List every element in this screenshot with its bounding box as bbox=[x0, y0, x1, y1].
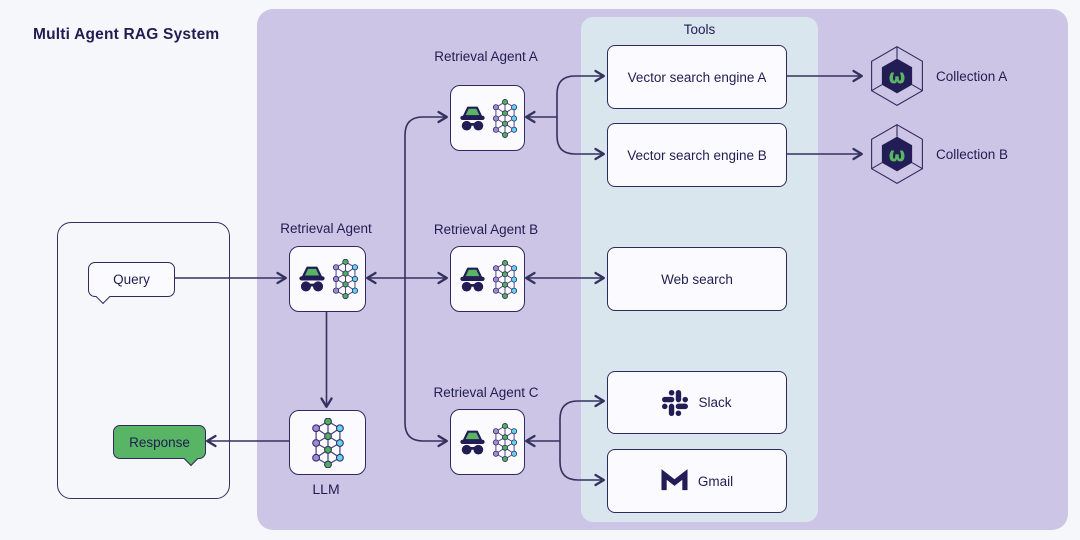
collection-a-label: Collection A bbox=[936, 69, 1008, 84]
tool-gmail: Gmail bbox=[607, 449, 787, 513]
tool-slack: Slack bbox=[607, 371, 787, 434]
agent-a-label: Retrieval Agent A bbox=[434, 49, 538, 64]
incognito-icon bbox=[297, 265, 327, 293]
incognito-icon bbox=[458, 429, 487, 456]
agent-b-label: Retrieval Agent B bbox=[433, 222, 539, 237]
response-label: Response bbox=[129, 434, 190, 450]
tool-label: Vector search engine A bbox=[627, 69, 767, 85]
orchestrator-label: Retrieval Agent bbox=[280, 221, 372, 236]
collection-a-icon bbox=[865, 43, 929, 109]
neural-network-icon bbox=[311, 418, 345, 468]
agent-c-node bbox=[450, 409, 525, 475]
tool-label: Web search bbox=[661, 271, 733, 287]
neural-network-icon bbox=[492, 99, 518, 138]
incognito-icon bbox=[458, 105, 487, 132]
agent-c-label: Retrieval Agent C bbox=[433, 385, 539, 400]
incognito-icon bbox=[458, 266, 487, 293]
tool-label: Slack bbox=[698, 395, 732, 410]
tool-label: Vector search engine B bbox=[627, 147, 767, 163]
query-bubble: Query bbox=[88, 262, 175, 305]
neural-network-icon bbox=[492, 260, 518, 299]
tool-label: Gmail bbox=[697, 473, 734, 489]
neural-network-icon bbox=[332, 259, 359, 299]
neural-network-icon bbox=[492, 423, 518, 462]
gmail-icon bbox=[661, 469, 688, 493]
tool-vector-search-a: Vector search engine A bbox=[607, 45, 787, 109]
page-title: Multi Agent RAG System bbox=[33, 26, 220, 43]
tool-web-search: Web search bbox=[607, 247, 787, 311]
collection-b-icon bbox=[865, 121, 929, 187]
query-label: Query bbox=[113, 272, 150, 287]
tools-group-title: Tools bbox=[683, 22, 716, 37]
user-container bbox=[57, 222, 230, 499]
llm-node bbox=[289, 410, 366, 475]
agent-a-node bbox=[450, 85, 525, 151]
orchestrator-node bbox=[289, 246, 366, 312]
agent-b-node bbox=[450, 246, 525, 312]
collection-b-label: Collection B bbox=[936, 147, 1009, 162]
tool-vector-search-b: Vector search engine B bbox=[607, 123, 787, 187]
llm-label: LLM bbox=[312, 481, 340, 497]
response-bubble: Response bbox=[113, 425, 206, 467]
slack-icon bbox=[662, 390, 688, 416]
